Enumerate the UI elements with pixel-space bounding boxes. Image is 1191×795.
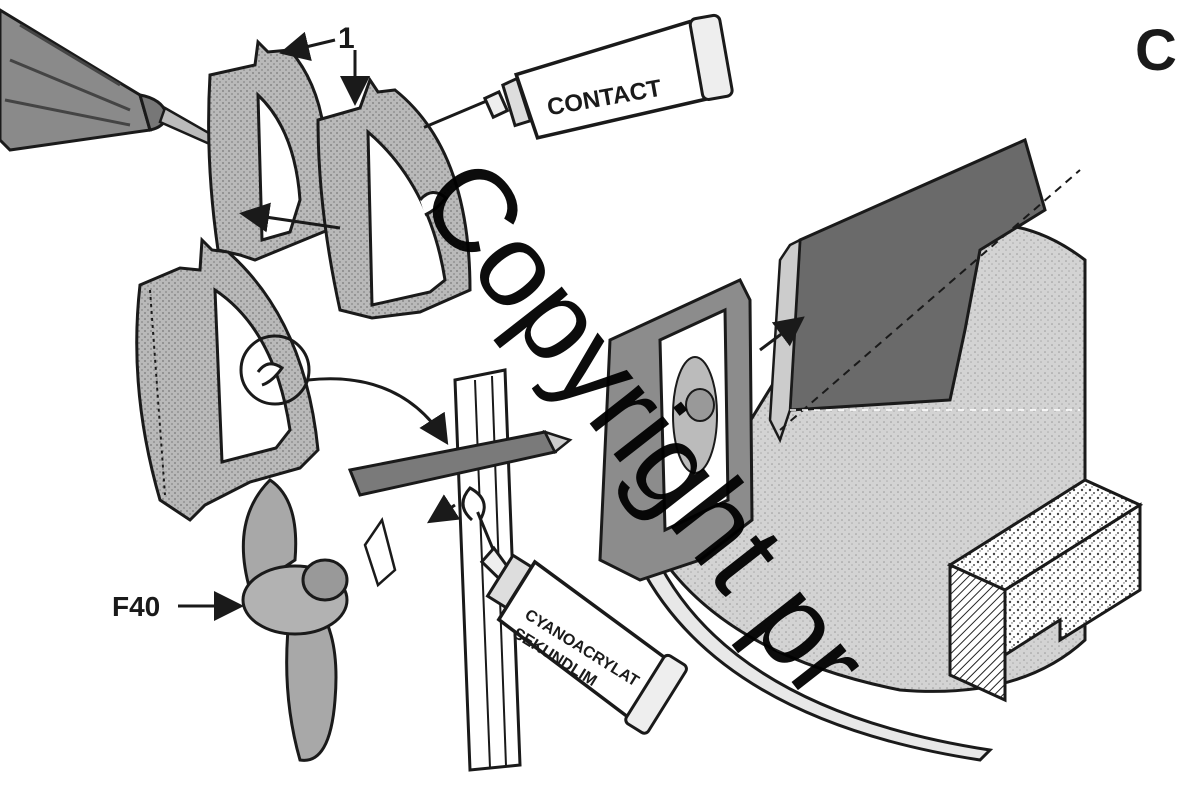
propeller-icon [243,480,347,760]
frame-part-assembled [137,240,318,520]
detail-arrow [308,379,445,440]
frame-part-left [209,42,328,260]
section-letter: C [1135,18,1177,83]
glue-gun-icon [0,10,235,153]
contact-tube-icon [414,14,735,156]
propeller-label: F40 [112,591,160,622]
part-1-label: 1 [338,22,355,55]
